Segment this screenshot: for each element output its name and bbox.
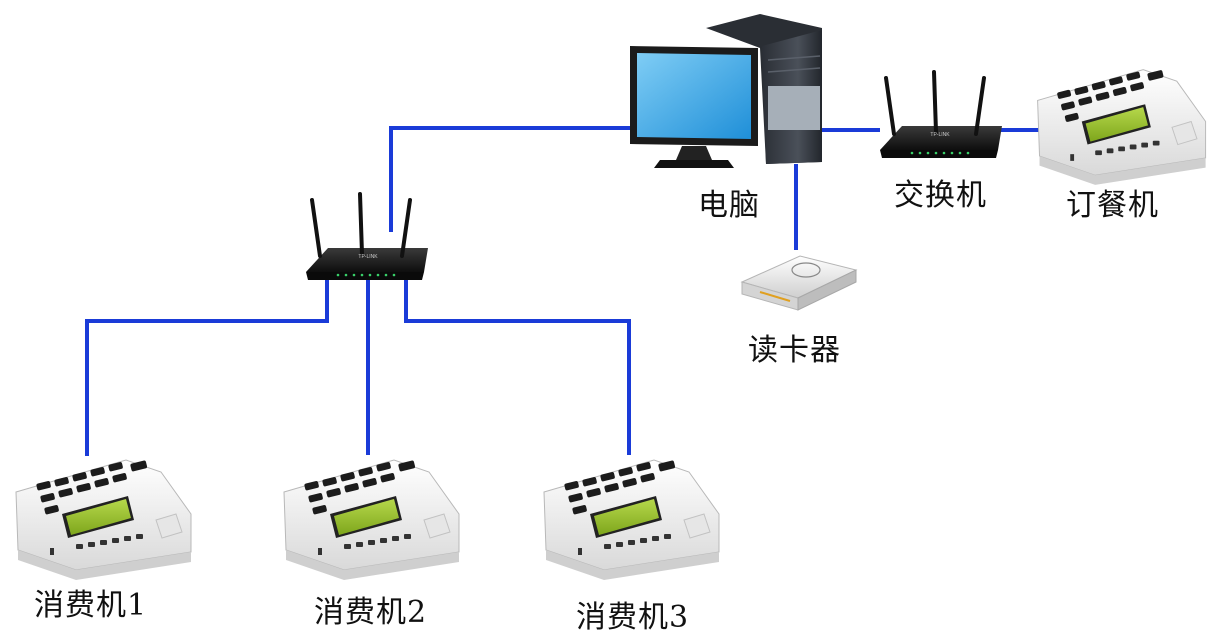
- router-device: TP-LINK: [304, 192, 430, 282]
- ordering-machine-device: [1037, 69, 1207, 186]
- pc-tower: [706, 14, 822, 164]
- pos-2-label: 消费机2: [314, 595, 428, 630]
- pos-device-3: [543, 459, 720, 581]
- link-router-to-pos-3: [404, 280, 631, 455]
- connection-lines: [85, 126, 1064, 456]
- card-reader-label: 读卡器: [748, 333, 841, 368]
- pos-device-1: [15, 459, 192, 581]
- ordering-machine-label: 订餐机: [1066, 188, 1159, 223]
- pc-monitor: [630, 46, 758, 168]
- computer-label: 电脑: [698, 188, 760, 223]
- pos-device-2: [283, 459, 460, 581]
- link-router-to-computer: [389, 126, 630, 232]
- pos-3-label: 消费机3: [576, 600, 690, 635]
- card-reader-device: [740, 255, 858, 311]
- switch-device: TP-LINK: [878, 70, 1004, 160]
- computer-device: [630, 14, 822, 168]
- router-brand-text: TP-LINK: [358, 254, 378, 260]
- link-router-to-pos-1: [85, 280, 329, 456]
- switch-label: 交换机: [894, 178, 987, 213]
- switch-brand-text: TP-LINK: [930, 132, 950, 138]
- pos-1-label: 消费机1: [34, 588, 148, 623]
